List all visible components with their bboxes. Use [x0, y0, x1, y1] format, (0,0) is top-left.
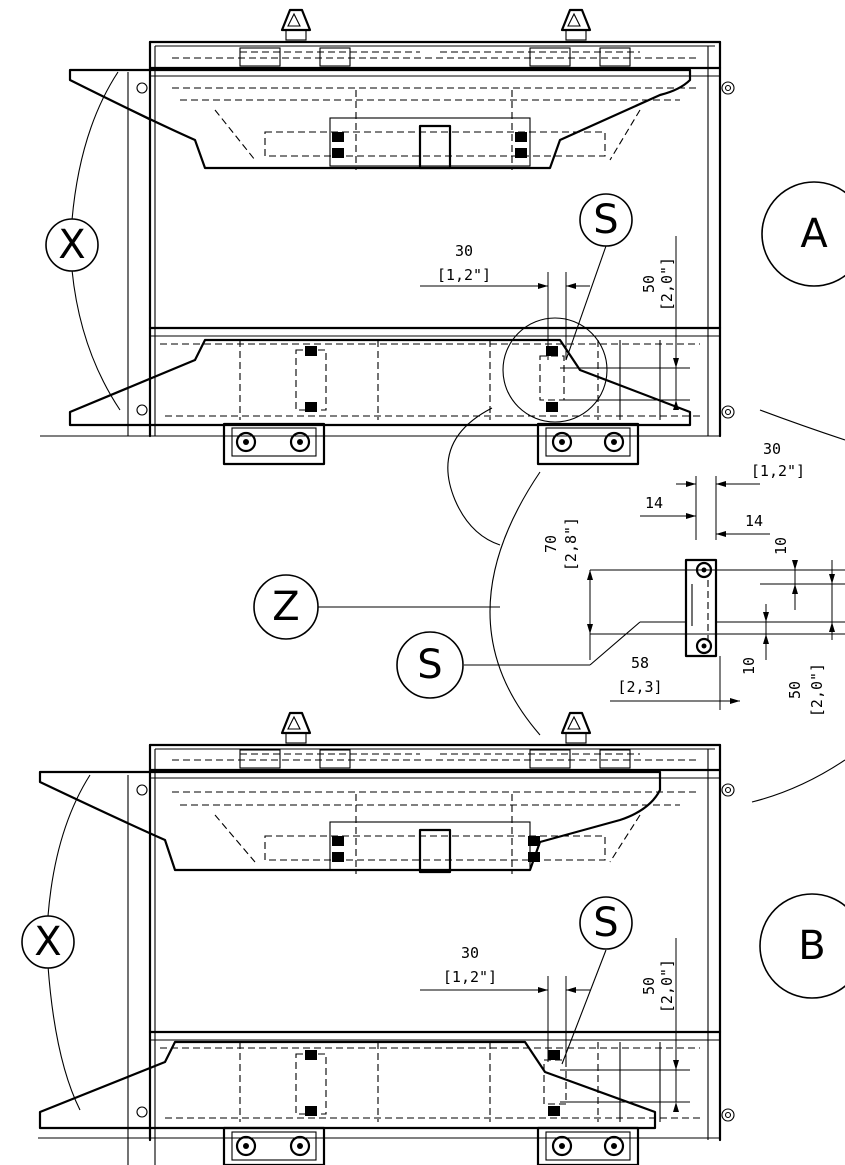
callout-s-detail: S	[396, 631, 464, 699]
lifting-eye-right	[560, 8, 592, 41]
carriage-top-a	[264, 90, 606, 170]
callout-s-a: S	[579, 193, 633, 247]
dim-b-horiz-value: 30	[461, 944, 479, 962]
dim-b-vert-inch: [2,0"]	[658, 959, 676, 1013]
view-b-frame	[38, 711, 735, 1165]
view-b-label: B	[798, 923, 825, 969]
callout-s-a-label: S	[593, 197, 618, 243]
dim-b-horiz-inch: [1,2"]	[443, 968, 497, 986]
view-a-dims: 30 [1,2"] 50 [2,0"]	[420, 236, 690, 410]
dim-z-58-inch: [2,3]	[617, 678, 662, 696]
callout-x-bottom-label: X	[34, 919, 61, 965]
callout-z-label: Z	[272, 584, 299, 630]
dim-z-50-value: 50	[786, 681, 804, 699]
callout-x-bottom: X	[21, 915, 75, 969]
view-a-marker: A	[761, 181, 845, 287]
lifting-eye-right-b	[560, 711, 592, 744]
callout-s-b: S	[579, 896, 633, 950]
view-a-frame	[40, 8, 735, 466]
dim-a-horiz-inch: [1,2"]	[437, 266, 491, 284]
callout-s-b-label: S	[593, 900, 618, 946]
lifting-eye-left-b	[280, 711, 312, 744]
callout-z: Z	[253, 574, 319, 640]
bottom-rollers-b	[239, 1042, 661, 1122]
dim-z-top-inch: [1,2"]	[751, 462, 805, 480]
callout-s-detail-label: S	[417, 642, 442, 688]
dim-z-10b: 10	[740, 657, 758, 675]
dim-a-horiz-value: 30	[455, 242, 473, 260]
detail-z: 30 [1,2"] 14 14 70 [2,8"] 10 10 58 [2,3]…	[447, 317, 845, 803]
leader-lines	[47, 71, 686, 1111]
dim-z-70-value: 70	[542, 535, 560, 553]
dim-z-58-value: 58	[631, 654, 649, 672]
dim-z-10a: 10	[772, 537, 790, 555]
dim-b-vert-value: 50	[640, 977, 658, 995]
dim-z-14b: 14	[745, 512, 763, 530]
view-b-dims: 30 [1,2"] 50 [2,0"]	[420, 938, 690, 1112]
dim-z-top-value: 30	[763, 440, 781, 458]
dim-z-14a: 14	[645, 494, 663, 512]
dim-a-vert-value: 50	[640, 275, 658, 293]
wheels-a	[222, 422, 640, 466]
view-b-marker: B	[759, 893, 845, 999]
carriage-top-b	[264, 794, 606, 874]
lifting-eye-left	[280, 8, 312, 41]
view-a-label: A	[800, 211, 828, 257]
dim-z-70-inch: [2,8"]	[562, 517, 580, 571]
detail-z-part	[684, 558, 718, 658]
dim-a-vert-inch: [2,0"]	[658, 257, 676, 311]
dim-z-50-inch: [2,0"]	[808, 663, 826, 717]
bottom-rollers-a	[239, 340, 661, 420]
callout-x-top-label: X	[58, 222, 85, 268]
wheels-b	[222, 1126, 640, 1165]
callout-x-top: X	[45, 218, 99, 272]
